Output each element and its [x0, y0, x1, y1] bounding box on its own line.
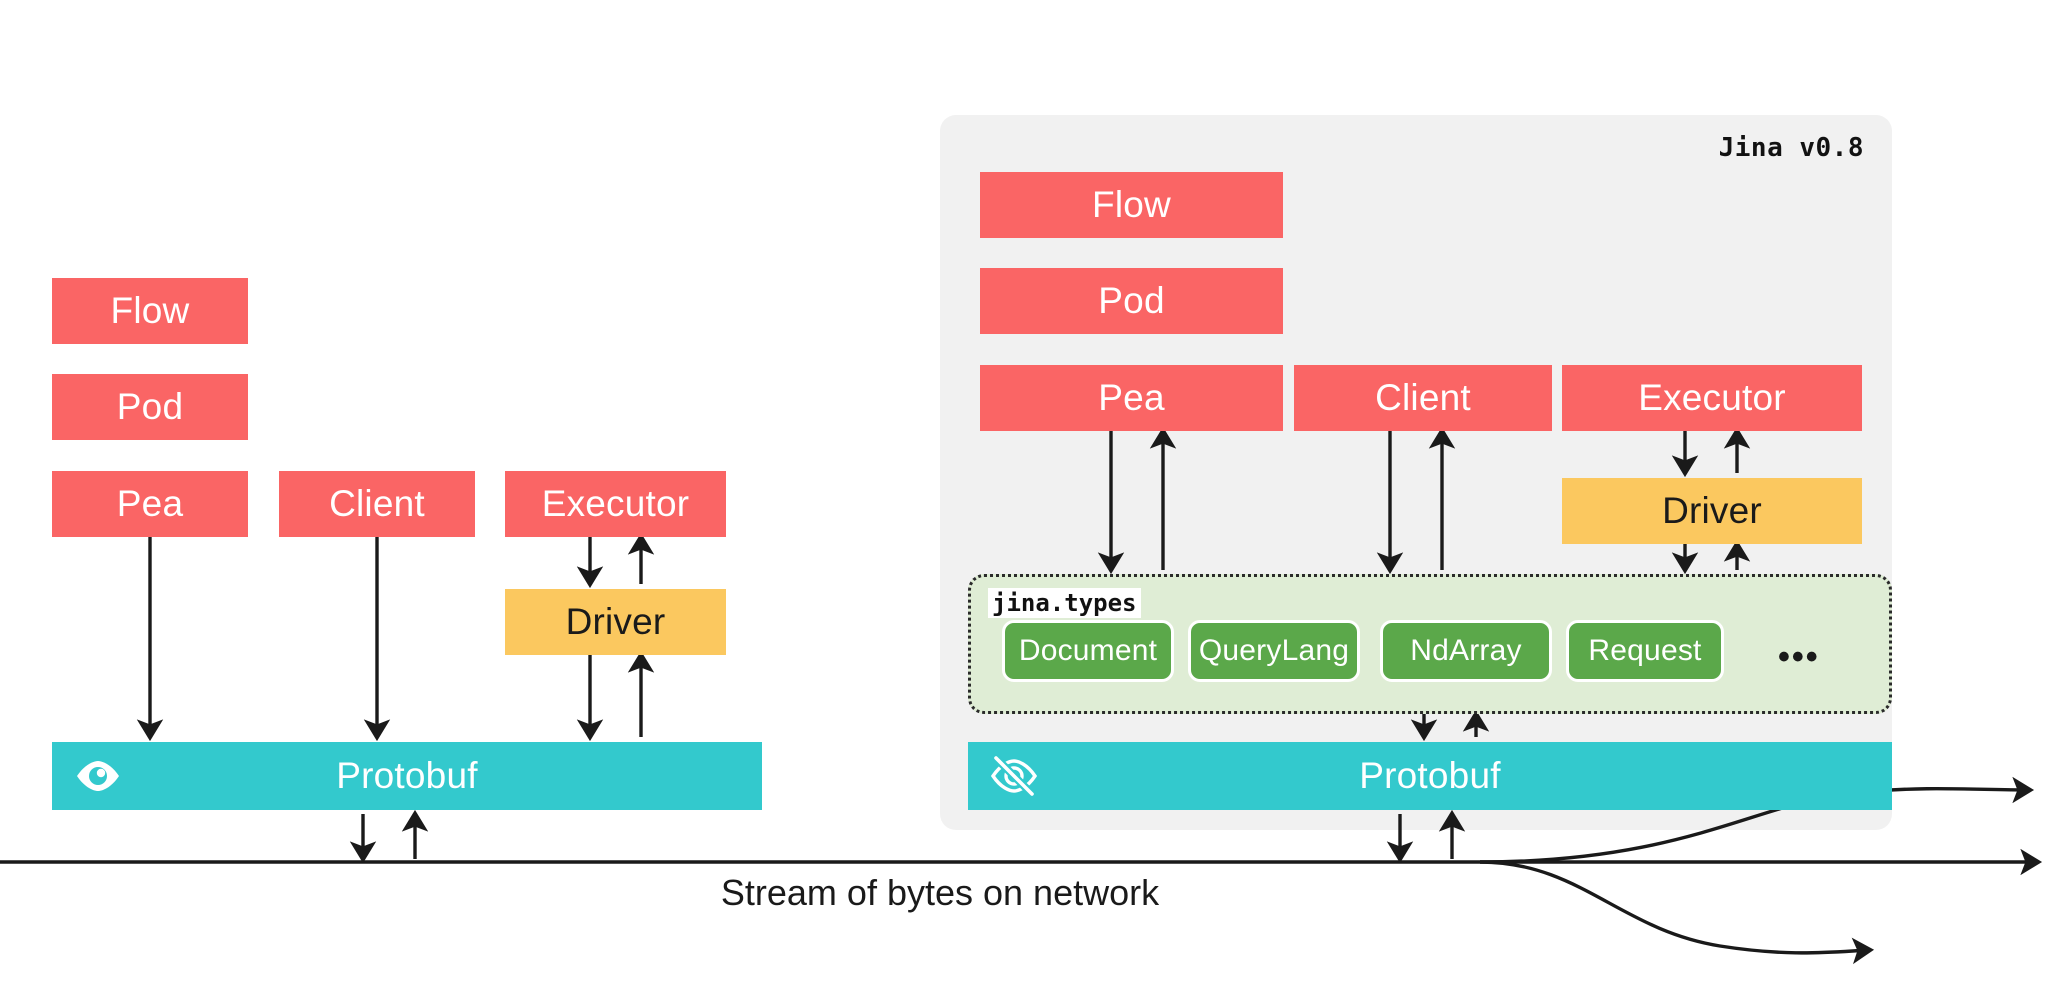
types-item-document[interactable]: Document	[1002, 620, 1174, 682]
left-box-pea[interactable]: Pea	[52, 471, 248, 537]
network-branch-down	[1479, 860, 1875, 965]
right-box-flow[interactable]: Flow	[980, 172, 1283, 238]
right-box-client-label: Client	[1375, 377, 1471, 418]
types-item-ndarray[interactable]: NdArray	[1380, 620, 1552, 682]
left-box-pea-label: Pea	[116, 483, 184, 524]
left-box-pod-label: Pod	[116, 386, 184, 427]
types-item-ndarray-label: NdArray	[1410, 634, 1522, 667]
panel-title: Jina v0.8	[1718, 133, 1864, 163]
right-box-client[interactable]: Client	[1294, 365, 1552, 431]
types-item-request-label: Request	[1588, 634, 1702, 667]
right-protobuf-bar[interactable]: Protobuf	[968, 742, 1892, 810]
left-box-pod[interactable]: Pod	[52, 374, 248, 440]
network-label: Stream of bytes on network	[720, 872, 1160, 913]
right-box-executor-label: Executor	[1638, 377, 1786, 418]
right-protobuf-label: Protobuf	[1359, 755, 1501, 796]
right-box-pea[interactable]: Pea	[980, 365, 1283, 431]
eye-hidden-icon[interactable]	[988, 750, 1040, 802]
types-item-querylang-label: QueryLang	[1198, 634, 1350, 667]
left-box-client[interactable]: Client	[279, 471, 475, 537]
right-box-executor[interactable]: Executor	[1562, 365, 1862, 431]
left-protobuf-bar[interactable]: Protobuf	[52, 742, 762, 810]
jina-types-label: jina.types	[988, 588, 1141, 618]
right-box-flow-label: Flow	[1092, 184, 1171, 225]
right-box-driver[interactable]: Driver	[1562, 478, 1862, 544]
types-more-ellipsis: •••	[1778, 638, 1820, 676]
left-box-executor-label: Executor	[541, 483, 690, 524]
types-item-document-label: Document	[1018, 634, 1158, 667]
eye-visible-icon[interactable]	[72, 750, 124, 802]
left-box-flow-label: Flow	[110, 290, 190, 331]
left-box-driver-label: Driver	[565, 601, 666, 642]
types-item-request[interactable]: Request	[1566, 620, 1724, 682]
left-box-flow[interactable]: Flow	[52, 278, 248, 344]
right-box-pod[interactable]: Pod	[980, 268, 1283, 334]
right-box-pod-label: Pod	[1098, 280, 1165, 321]
left-box-executor[interactable]: Executor	[505, 471, 726, 537]
types-item-querylang[interactable]: QueryLang	[1188, 620, 1360, 682]
left-protobuf-label: Protobuf	[336, 755, 478, 796]
left-box-client-label: Client	[329, 483, 425, 524]
left-box-driver[interactable]: Driver	[505, 589, 726, 655]
right-box-driver-label: Driver	[1662, 490, 1762, 531]
right-box-pea-label: Pea	[1098, 377, 1165, 418]
